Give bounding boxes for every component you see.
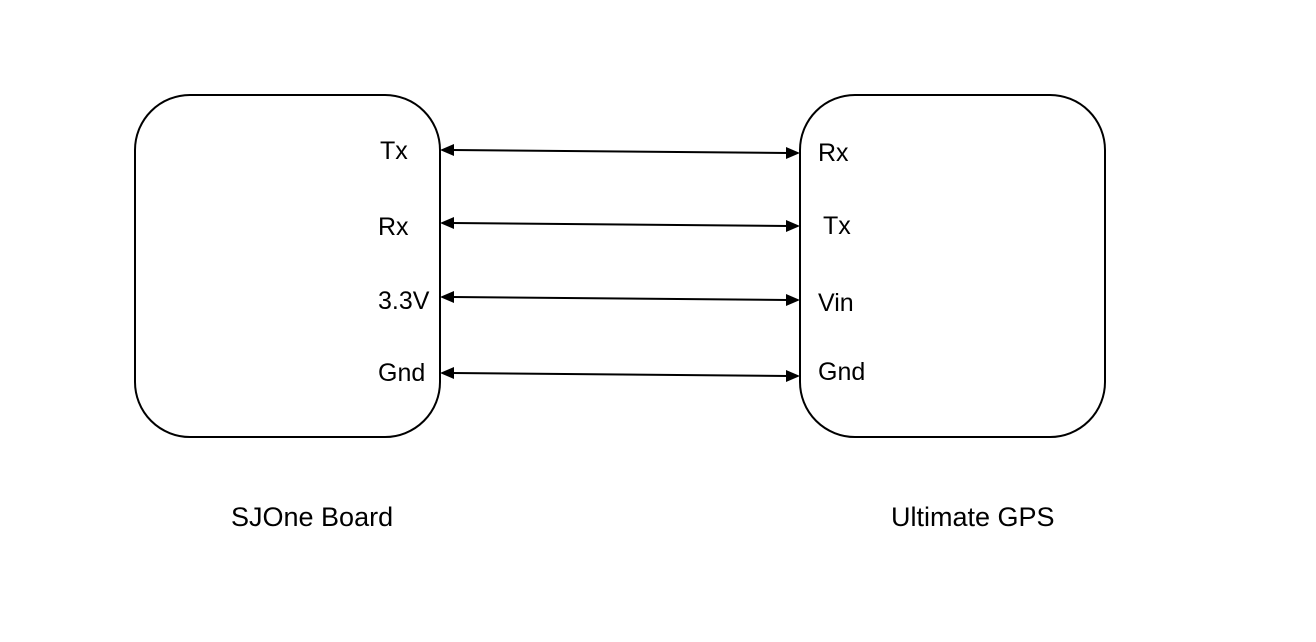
connection-rx-tx: [440, 217, 800, 232]
sjone-board-box: [134, 94, 441, 438]
connection-gnd-gnd: [440, 367, 800, 382]
arrowhead-left: [440, 217, 454, 229]
sjone-board-caption: SJOne Board: [231, 502, 393, 532]
left-pin-label-gnd: Gnd: [378, 359, 425, 387]
ultimate-gps-caption: Ultimate GPS: [891, 502, 1055, 532]
arrowhead-right: [786, 370, 800, 382]
right-pin-label-vin: Vin: [818, 289, 854, 317]
right-pin-label-rx: Rx: [818, 139, 849, 167]
arrowhead-left: [440, 144, 454, 156]
left-pin-label-rx: Rx: [378, 213, 409, 241]
arrowhead-right: [786, 220, 800, 232]
arrowhead-left: [440, 291, 454, 303]
right-pin-label-tx: Tx: [823, 212, 851, 240]
connection-tx-rx: [440, 144, 800, 159]
left-pin-label-3v3: 3.3V: [378, 287, 430, 315]
arrowhead-left: [440, 367, 454, 379]
ultimate-gps-box: [799, 94, 1106, 438]
arrowhead-right: [786, 294, 800, 306]
arrowhead-right: [786, 147, 800, 159]
right-pin-label-gnd: Gnd: [818, 358, 865, 386]
left-pin-label-tx: Tx: [380, 137, 408, 165]
connection-3v3-vin: [440, 291, 800, 306]
